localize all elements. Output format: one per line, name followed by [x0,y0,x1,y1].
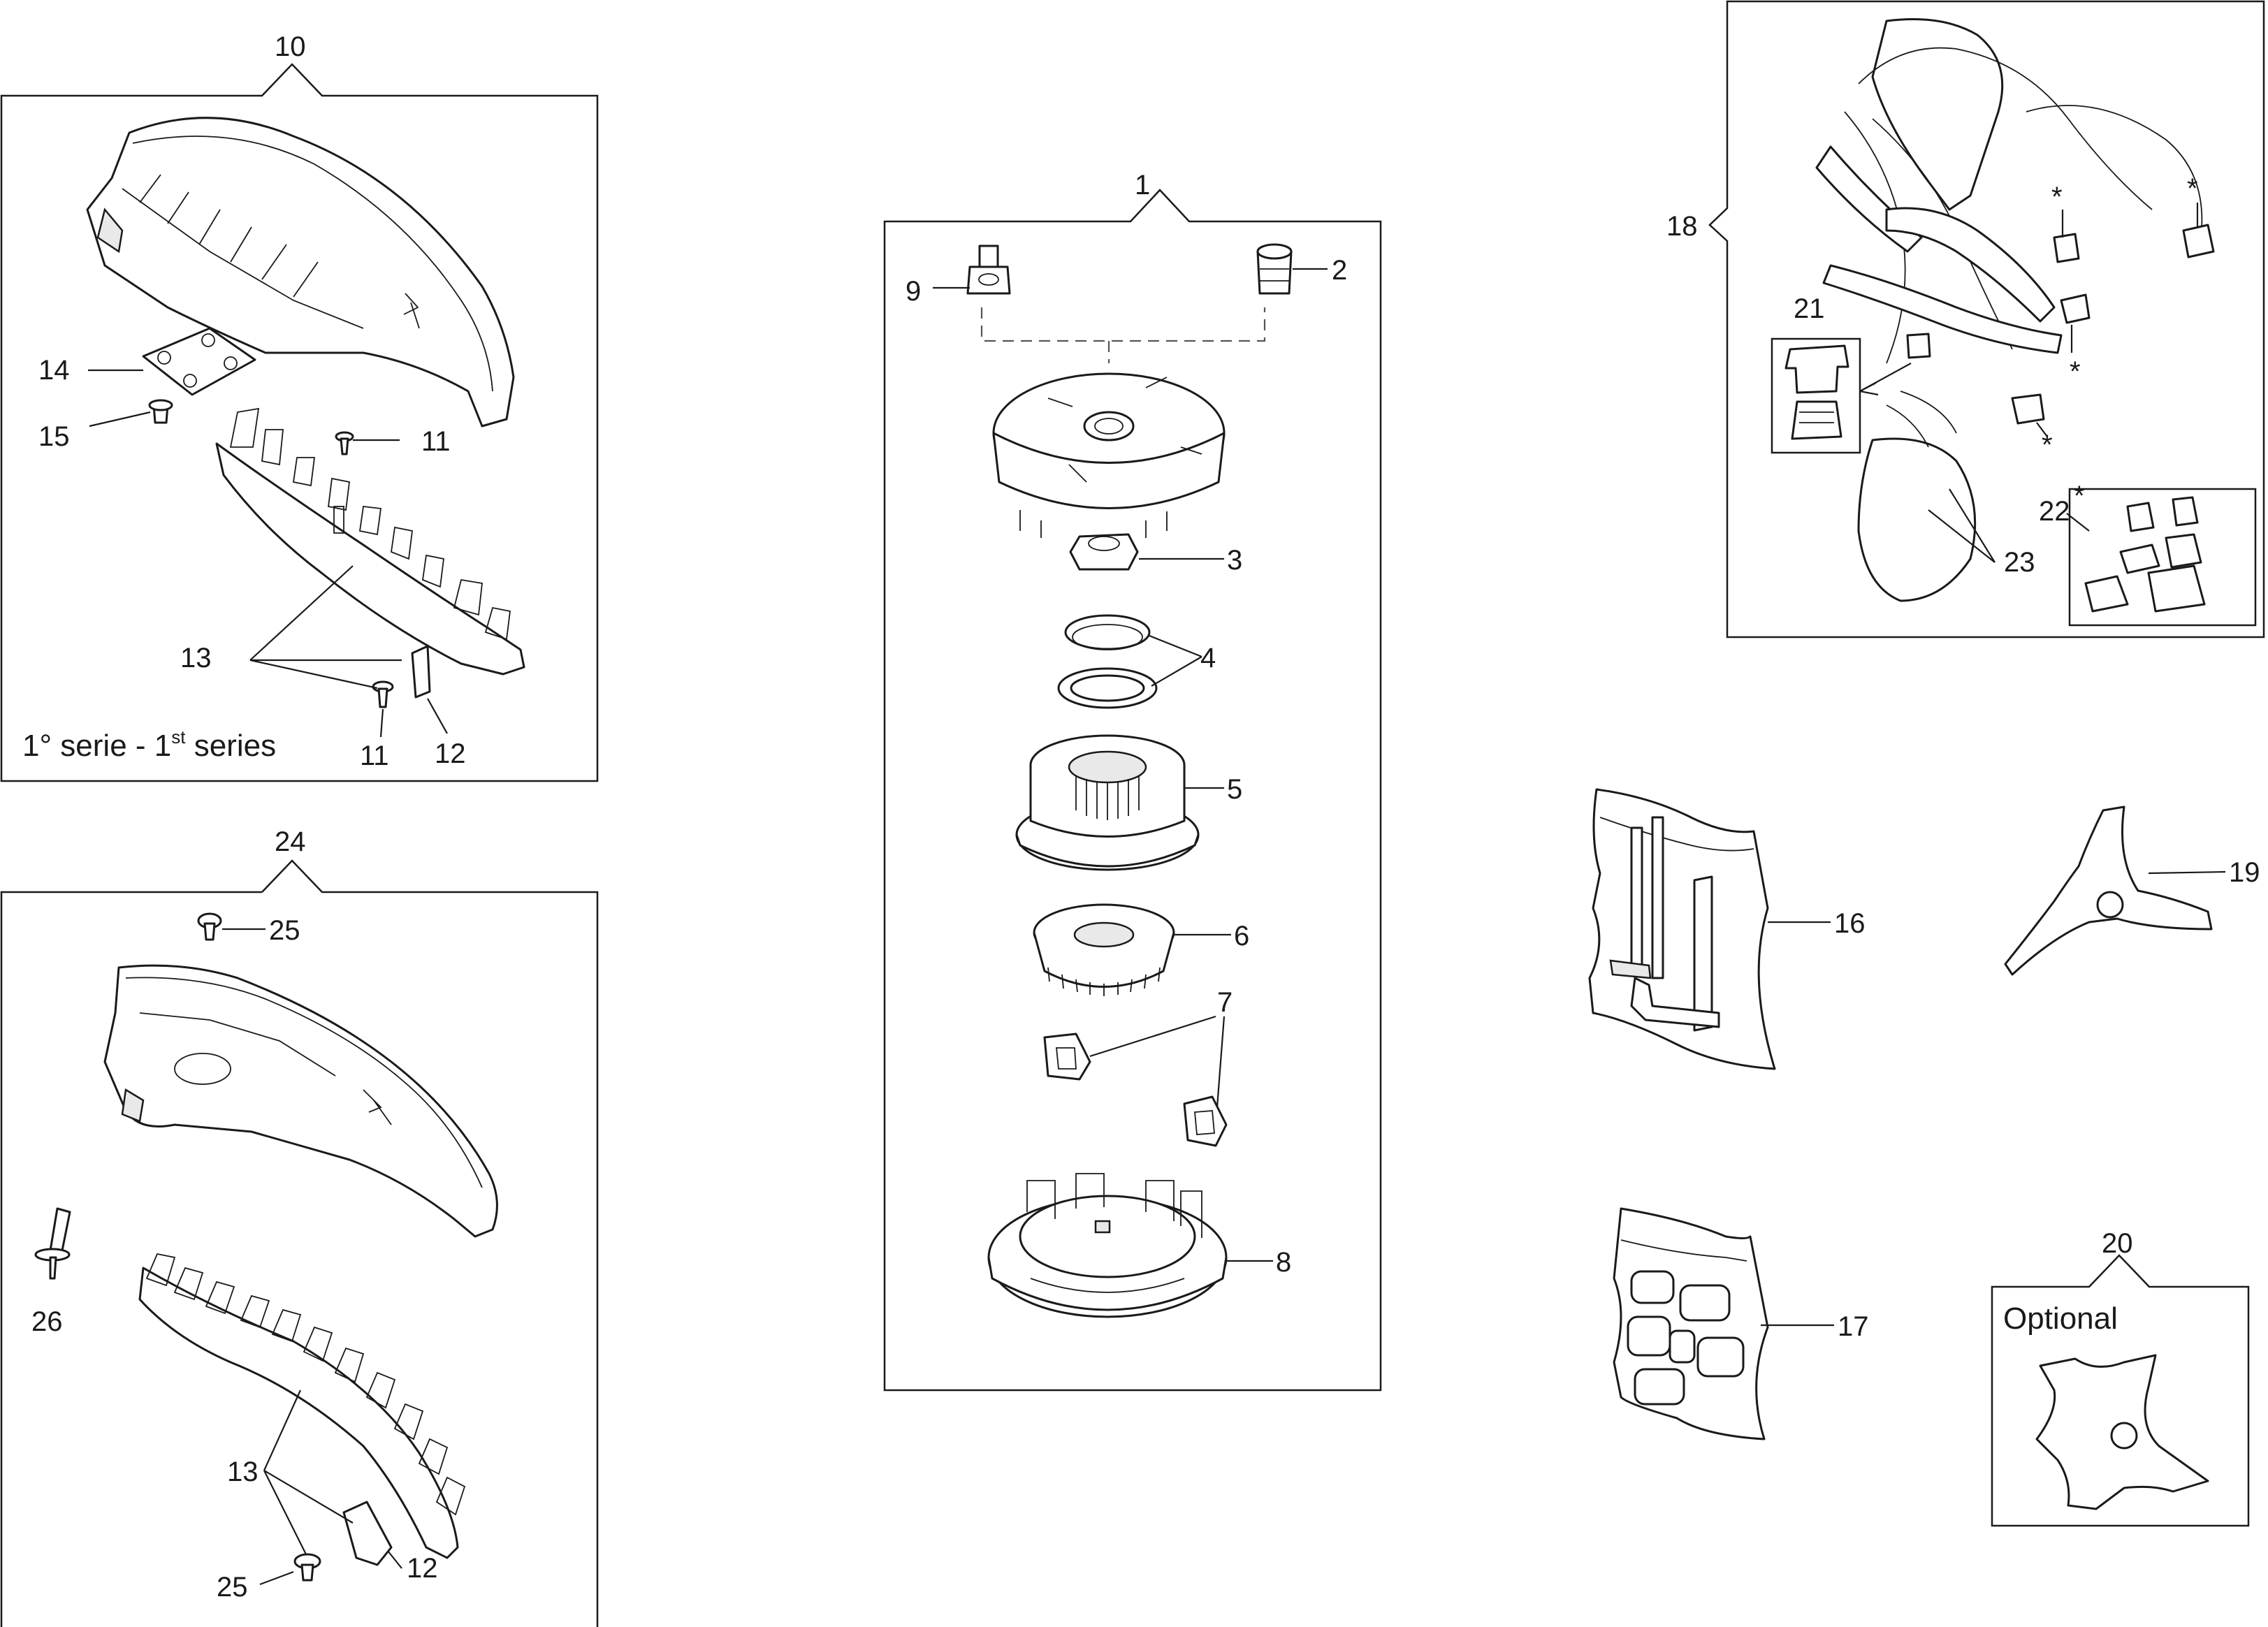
callout-15: 15 [38,421,70,452]
callout-10: 10 [275,31,306,62]
callout-11b: 11 [360,740,389,771]
callout-18: 18 [1666,211,1698,242]
asterisk-4: * [2042,430,2053,460]
optional-group-20: 20 Optional [1991,1228,2250,1527]
guard-part-10 [86,117,515,428]
kit-part-17 [1613,1207,1769,1440]
optional-label: Optional [2003,1301,2118,1336]
guard-part-24 [103,964,498,1238]
spring-part-4 [1057,614,1158,709]
eyelet-part-7-b [1183,1095,1228,1147]
callout-25a: 25 [269,915,300,946]
screw-part-25-top [197,912,222,941]
harness-group-18: 18 * * * * 21 [1666,0,2265,639]
base-housing-part-8 [987,1173,1228,1318]
optional-box-20 [1991,1254,2250,1527]
callout-8: 8 [1276,1247,1291,1278]
plate-part-12-bottom [342,1501,393,1566]
four-tooth-blade-part-20 [2035,1354,2209,1510]
asterisk-2: * [2187,173,2198,204]
head-box-1 [883,189,1382,1392]
first-series-label: 1° serie - 1st series [22,727,276,763]
callout-1: 1 [1135,170,1150,200]
plate-part-12-top [411,645,431,699]
insert-part-2 [1256,243,1293,295]
callout-2: 2 [1332,255,1347,286]
eyelet-part-7-a [1043,1033,1091,1081]
callout-13a: 13 [180,643,212,673]
callout-17: 17 [1838,1311,1869,1342]
inset-box-21 [1771,337,1861,454]
screw-part-25-bottom [293,1553,321,1582]
three-tooth-blade-part-19 [2004,805,2213,976]
cutting-bar-13 [215,407,525,676]
callout-24: 24 [275,826,306,857]
asterisk-1: * [2051,182,2063,212]
inset-box-22 [2068,488,2257,627]
buckle-part-21 [1784,344,1849,440]
callout-7: 7 [1217,987,1233,1018]
callout-5: 5 [1227,774,1242,805]
callout-3: 3 [1227,545,1242,576]
cutting-bar-13-curved [138,1253,466,1559]
callout-16: 16 [1834,908,1866,939]
callout-26: 26 [31,1306,63,1337]
callout-4: 4 [1200,643,1216,673]
callout-20: 20 [2102,1228,2133,1259]
callout-13b: 13 [227,1457,259,1487]
harness-box-18 [1708,0,2265,639]
spool-part-5 [1015,734,1200,871]
callout-9: 9 [906,276,921,307]
plate-part-14 [142,327,256,396]
callout-11a: 11 [421,426,451,457]
asterisk-22: * [2074,481,2085,511]
ring-part-6 [1033,903,1175,996]
callout-21: 21 [1794,293,1825,324]
buckle-set-part-22 [2084,496,2206,613]
trimmer-head-group-1: 1 9 2 [883,170,1382,1392]
callout-12b: 12 [407,1553,438,1584]
callout-14: 14 [38,355,70,386]
guard-group-10: 10 [0,31,599,782]
harness-part-18 [1815,18,2215,602]
nut-part-3 [1069,533,1139,571]
screw-part-15 [148,399,173,424]
tool-kit-part-16 [1588,788,1776,1070]
callout-22: 22 [2039,496,2070,527]
asterisk-3: * [2070,356,2081,387]
bolt-part-9 [966,245,1011,295]
first-series-superscript: st [171,727,186,747]
callout-23: 23 [2004,547,2035,578]
guard-box-10 [0,63,599,782]
pin-part-26 [34,1207,71,1280]
guard-group-24: 24 25 26 [0,826,599,1627]
callout-6: 6 [1234,921,1249,951]
callout-19: 19 [2229,857,2260,888]
callout-25b: 25 [217,1572,248,1603]
screw-part-11-bottom [372,680,394,708]
guard-box-24 [0,859,599,1627]
callout-12a: 12 [435,738,466,769]
screw-part-11-top [335,431,354,455]
head-cap-part [992,372,1226,538]
